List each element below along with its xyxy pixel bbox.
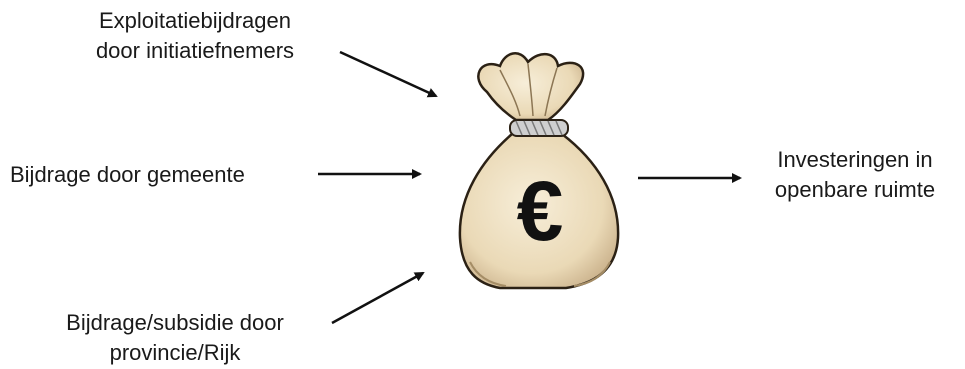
- source-top-line1: Exploitatiebijdragen: [98, 8, 292, 33]
- euro-symbol: €: [517, 164, 564, 258]
- source-top-line2: door initiatiefnemers: [95, 38, 295, 63]
- source-bottom-line2: provincie/Rijk: [109, 340, 241, 365]
- target-line1: Investeringen in: [777, 147, 933, 172]
- money-bag-icon: €: [458, 52, 620, 290]
- target-label: Investeringen in openbare ruimte: [750, 145, 960, 205]
- source-top-label: Exploitatiebijdragen door initiatiefneme…: [45, 6, 345, 66]
- arrow-bottom-to-bag: [331, 271, 425, 325]
- source-bottom-label: Bijdrage/subsidie door provincie/Rijk: [25, 308, 325, 368]
- source-middle-label: Bijdrage door gemeente: [10, 160, 245, 190]
- source-middle-line1: Bijdrage door gemeente: [10, 162, 245, 187]
- source-bottom-line1: Bijdrage/subsidie door: [66, 310, 284, 335]
- target-line2: openbare ruimte: [774, 177, 936, 202]
- bag-rope: [509, 119, 569, 137]
- arrow-top-to-bag: [339, 50, 438, 98]
